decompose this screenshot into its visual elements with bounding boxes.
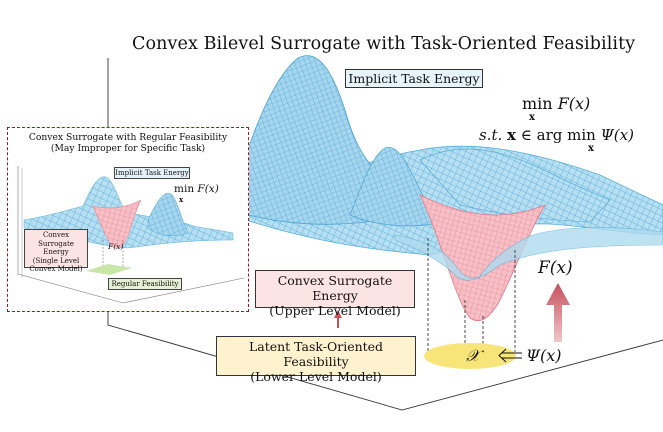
inset-objective-min: min: [174, 183, 195, 195]
objective-argmin-sub: x: [588, 143, 594, 154]
objective-psi: Ψ(x): [600, 126, 634, 144]
implicit-task-energy-label: Implicit Task Energy: [345, 69, 483, 88]
convex-surrogate-line2: (Upper Level Model): [269, 303, 401, 318]
objective-x: x: [507, 126, 516, 144]
fx-side-label: F(x): [538, 258, 573, 278]
inset-objective-sub: x: [179, 195, 184, 204]
inset-pink-bowl: [92, 199, 142, 249]
psi-arrow-head: [498, 348, 507, 363]
inset-title-line1: Convex Surrogate with Regular Feasibilit…: [28, 132, 228, 143]
inset-objective: min F(x): [174, 183, 219, 195]
latent-feasibility-line1: Latent Task-Oriented Feasibility: [248, 339, 384, 369]
objective-min: min: [522, 94, 553, 113]
convex-surrogate-line1: Convex Surrogate Energy: [277, 273, 393, 303]
inset-fx-small: F(x): [108, 242, 124, 251]
inset-implicit-energy-label: Implicit Task Energy: [114, 167, 190, 179]
inset-surrogate-line1: Convex: [42, 231, 70, 239]
inset-surrogate-box: Convex Surrogate Energy (Single Level Co…: [24, 229, 88, 273]
blue-surface-middle-bump: [349, 146, 441, 227]
inset-title: Convex Surrogate with Regular Feasibilit…: [8, 132, 248, 154]
diagram-title: Convex Bilevel Surrogate with Task-Orien…: [132, 34, 636, 54]
inset-title-line2: (May Improper for Specific Task): [50, 143, 206, 154]
objective-in: ∈: [520, 126, 532, 144]
inset-floor-frame: [17, 166, 245, 304]
feasible-set-ellipse: [424, 343, 516, 369]
small-up-arrow: [334, 310, 342, 328]
inset-surrogate-line4: Convex Model): [29, 265, 83, 273]
convex-surrogate-box: Convex Surrogate Energy (Upper Level Mod…: [255, 270, 415, 318]
objective-min-sub: x: [529, 112, 535, 123]
inset-feasibility-patch: [86, 264, 132, 275]
blue-surface-dip: [394, 227, 663, 281]
inset-panel: Convex Surrogate with Regular Feasibilit…: [7, 127, 249, 312]
latent-feasibility-line2: (Lower Level Model): [250, 369, 382, 384]
objective-constraint-line: s.t. x ∈ arg min Ψ(x): [479, 126, 634, 144]
objective-st: s.t.: [479, 126, 503, 144]
inset-blue-bump: [147, 193, 189, 236]
inset-surrogate-line2: Surrogate Energy: [38, 239, 74, 257]
pink-surrogate-bowl: [419, 194, 546, 322]
objective-argmin: arg min: [536, 126, 596, 144]
psi-label: Ψ(x): [526, 346, 562, 365]
feasible-set-symbol: 𝒳: [466, 346, 480, 365]
objective-fx: F(x): [557, 94, 591, 113]
inset-objective-fx: F(x): [197, 183, 219, 195]
inset-regular-feasibility-label: Regular Feasibility: [108, 278, 182, 290]
inset-surrogate-line3: (Single Level: [32, 256, 80, 265]
latent-feasibility-box: Latent Task-Oriented Feasibility (Lower …: [216, 336, 416, 384]
objective-min-line: min F(x): [522, 94, 590, 113]
upward-arrow: [546, 283, 570, 342]
